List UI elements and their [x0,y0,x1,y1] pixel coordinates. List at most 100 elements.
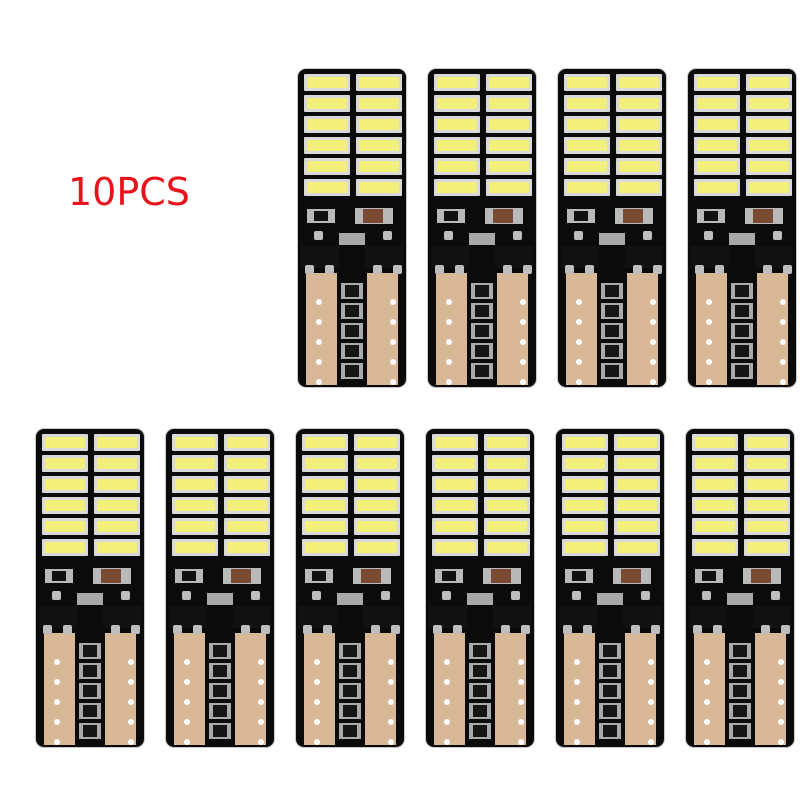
led-chip [307,77,347,88]
solder-pad [633,265,642,274]
diode-pad [729,233,755,245]
solder-pad [393,265,402,274]
solder-pad [433,625,442,634]
led-chip [567,98,607,109]
led-bulb-drawing [35,428,145,748]
hole [574,699,580,705]
solder-pad [715,265,724,274]
hole [650,379,656,385]
led-chip [227,458,267,469]
led-chip [357,479,397,490]
solder-pad [314,231,323,240]
led-chip [357,542,397,553]
hole [314,699,320,705]
led-chip [359,182,399,193]
smd-resistor-body [603,725,617,737]
led-bulb [295,428,405,748]
led-chip [97,479,137,490]
led-chip [227,437,267,448]
led-chip [305,458,345,469]
capacitor-body [101,569,121,583]
smd-resistor-body [345,325,359,337]
transistor-right [623,606,661,628]
hole [576,379,582,385]
led-chip [305,479,345,490]
transistor-right [495,246,533,268]
led-bulb-drawing [295,428,405,748]
hole [446,319,452,325]
solder-pad [323,625,332,634]
smd-resistor-body [605,285,619,297]
led-chip [567,140,607,151]
hole [706,339,712,345]
quantity-label: 10PCS [68,170,190,214]
smd-resistor-body [83,645,97,657]
hole [316,319,322,325]
led-chip [565,437,605,448]
transistor-right [625,246,663,268]
led-chip [97,458,137,469]
transistor-left [691,246,729,268]
solder-pad [312,591,321,600]
led-chip [489,119,529,130]
hole [518,659,524,665]
smd-resistor-body [83,685,97,697]
solder-pad [563,625,572,634]
resistor-body [312,571,326,581]
resistor-body [182,571,196,581]
transistor-right [233,606,271,628]
led-chip [489,77,529,88]
hole [444,719,450,725]
hole [128,659,134,665]
hole [704,679,710,685]
solder-pad [521,625,530,634]
transistor-left [301,246,339,268]
hole [444,739,450,745]
hole [778,699,784,705]
solder-pad [391,625,400,634]
solder-pad [435,265,444,274]
hole [650,319,656,325]
resistor-body [314,211,328,221]
led-chip [435,521,475,532]
capacitor-body [491,569,511,583]
hole [518,719,524,725]
hole [128,739,134,745]
hole [316,339,322,345]
hole [648,679,654,685]
solder-pad [693,625,702,634]
led-chip [565,500,605,511]
solder-pad [763,265,772,274]
led-bulb [687,68,797,388]
smd-resistor-body [473,705,487,717]
hole [780,299,786,305]
led-bulb [425,428,535,748]
led-chip [227,479,267,490]
led-bulb-drawing [297,68,407,388]
led-bulb [555,428,665,748]
hole [128,719,134,725]
smd-resistor-body [605,325,619,337]
led-chip [305,542,345,553]
solder-pad [453,625,462,634]
resistor-body [52,571,66,581]
smd-resistor-body [345,365,359,377]
led-chip [227,500,267,511]
transistor-right [103,606,141,628]
solder-pad [261,625,270,634]
hole [780,319,786,325]
smd-resistor-body [213,645,227,657]
solder-pad [251,591,260,600]
led-chip [619,77,659,88]
capacitor-body [753,209,773,223]
hole [574,739,580,745]
hole [184,739,190,745]
solder-pad [583,625,592,634]
resistor-body [704,211,718,221]
diode-pad [727,593,753,605]
transistor-left [431,246,469,268]
led-chip [357,500,397,511]
led-chip [747,458,787,469]
resistor-body [574,211,588,221]
hole [54,719,60,725]
